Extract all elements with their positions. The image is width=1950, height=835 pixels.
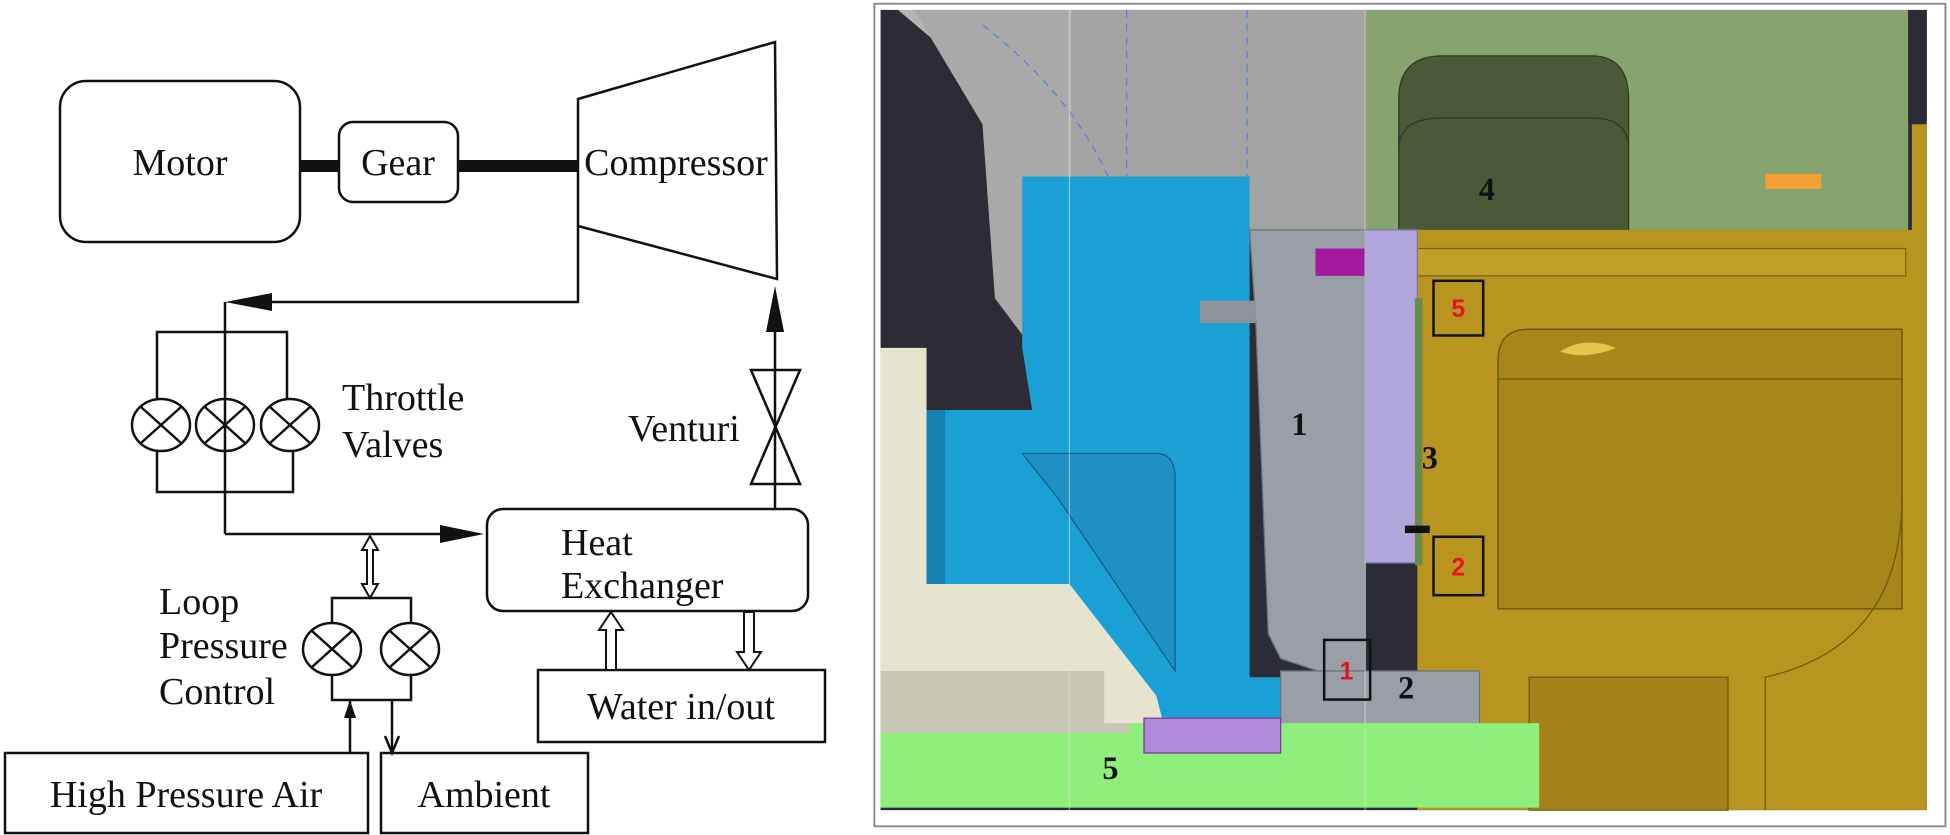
throttle-manifold-top: [155, 330, 289, 399]
label-part-4: 4: [1479, 171, 1495, 207]
motor-block: Motor: [58, 79, 302, 244]
gold-cavity: [1497, 328, 1903, 610]
throttle-manifold-bottom: [155, 451, 295, 494]
motor-label: Motor: [133, 142, 228, 184]
hollow-arrow-up: [597, 610, 625, 671]
part-4-pocket: [1398, 55, 1630, 237]
seal-assembly: [1143, 717, 1282, 754]
loop-pressure-valves: [301, 621, 441, 677]
highlight-label-2: 2: [1451, 554, 1465, 581]
marker-bar: [1404, 525, 1430, 534]
valve-icon: [194, 397, 256, 453]
loop-manifold-top: [330, 596, 413, 624]
highlight-box-1: 1: [1322, 638, 1372, 701]
arrow-head: [344, 700, 356, 718]
loop-manifold-bottom: [330, 674, 413, 702]
label-part-2: 2: [1398, 669, 1414, 705]
outlet-pipe: [272, 226, 580, 304]
venturi-icon: [749, 368, 802, 486]
water-label: Water in/out: [587, 686, 775, 728]
heat-exchanger-block: Heat Exchanger: [485, 507, 810, 613]
highlight-box-5: 5: [1432, 279, 1485, 337]
arrow-head: [766, 286, 784, 332]
valve-icon: [301, 621, 363, 677]
bolt: [1199, 300, 1256, 324]
bolt: [1414, 247, 1907, 277]
label-part-1: 1: [1291, 406, 1307, 442]
valve-icon: [259, 397, 321, 453]
ambient-label: Ambient: [418, 774, 551, 816]
high-pressure-air-block: High Pressure Air: [3, 751, 370, 835]
venturi-label: Venturi: [628, 408, 740, 450]
compressor-label: Compressor: [584, 142, 768, 184]
pin: [1765, 173, 1822, 189]
valves-label: Valves: [342, 424, 443, 466]
exchanger-label: Exchanger: [561, 565, 724, 607]
label-part-3: 3: [1422, 439, 1438, 475]
water-in-out-block: Water in/out: [536, 668, 827, 744]
highlight-box-2: 2: [1432, 535, 1485, 597]
loop-label: Loop: [159, 581, 239, 623]
ambient-block: Ambient: [379, 751, 590, 835]
highlight-label-1: 1: [1340, 659, 1354, 686]
valve-icon: [379, 621, 441, 677]
heat-label: Heat: [561, 522, 633, 564]
control-label: Control: [159, 671, 275, 713]
arrow-head: [225, 293, 272, 311]
pressure-label: Pressure: [159, 625, 288, 667]
highlight-label-5: 5: [1451, 296, 1465, 323]
bolt-magenta: [1315, 248, 1368, 276]
label-part-5: 5: [1102, 750, 1118, 786]
arrow-head: [440, 525, 484, 543]
hollow-arrow-down: [735, 611, 763, 672]
gear-label: Gear: [361, 142, 435, 184]
compressor-block: Compressor: [576, 40, 779, 281]
high-pressure-air-label: High Pressure Air: [50, 774, 323, 816]
part-beige: [880, 347, 1169, 758]
valve-icon: [130, 397, 192, 453]
shaft-line: [458, 160, 578, 172]
part-1: [1248, 229, 1366, 672]
throttle-label: Throttle: [342, 377, 464, 419]
part-3: [1364, 229, 1418, 564]
shaft-line: [300, 160, 339, 172]
throttle-valves: [130, 397, 321, 453]
